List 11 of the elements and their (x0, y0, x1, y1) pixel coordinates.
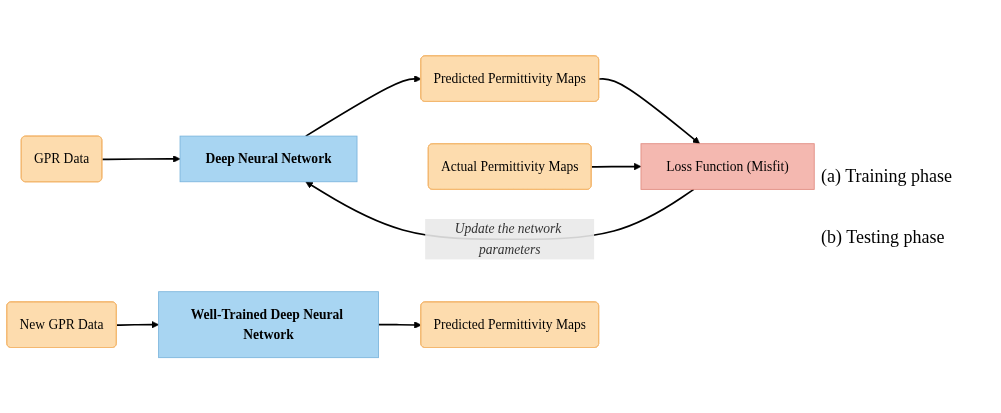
arrow (377, 321, 422, 329)
arrow (598, 77, 700, 144)
node-box: Loss Function (Misfit) (640, 143, 815, 190)
caption-text: (a) Training phase (821, 165, 953, 187)
node-box: Well-Trained Deep Neural Network (158, 291, 379, 358)
edge-label: Update the network parameters (454, 221, 562, 256)
caption-text: (b) Testing phase (821, 226, 946, 248)
arrow (115, 320, 159, 329)
arrow (590, 162, 642, 171)
node-box: Deep Neural Network (179, 135, 358, 182)
arrow (101, 155, 181, 163)
